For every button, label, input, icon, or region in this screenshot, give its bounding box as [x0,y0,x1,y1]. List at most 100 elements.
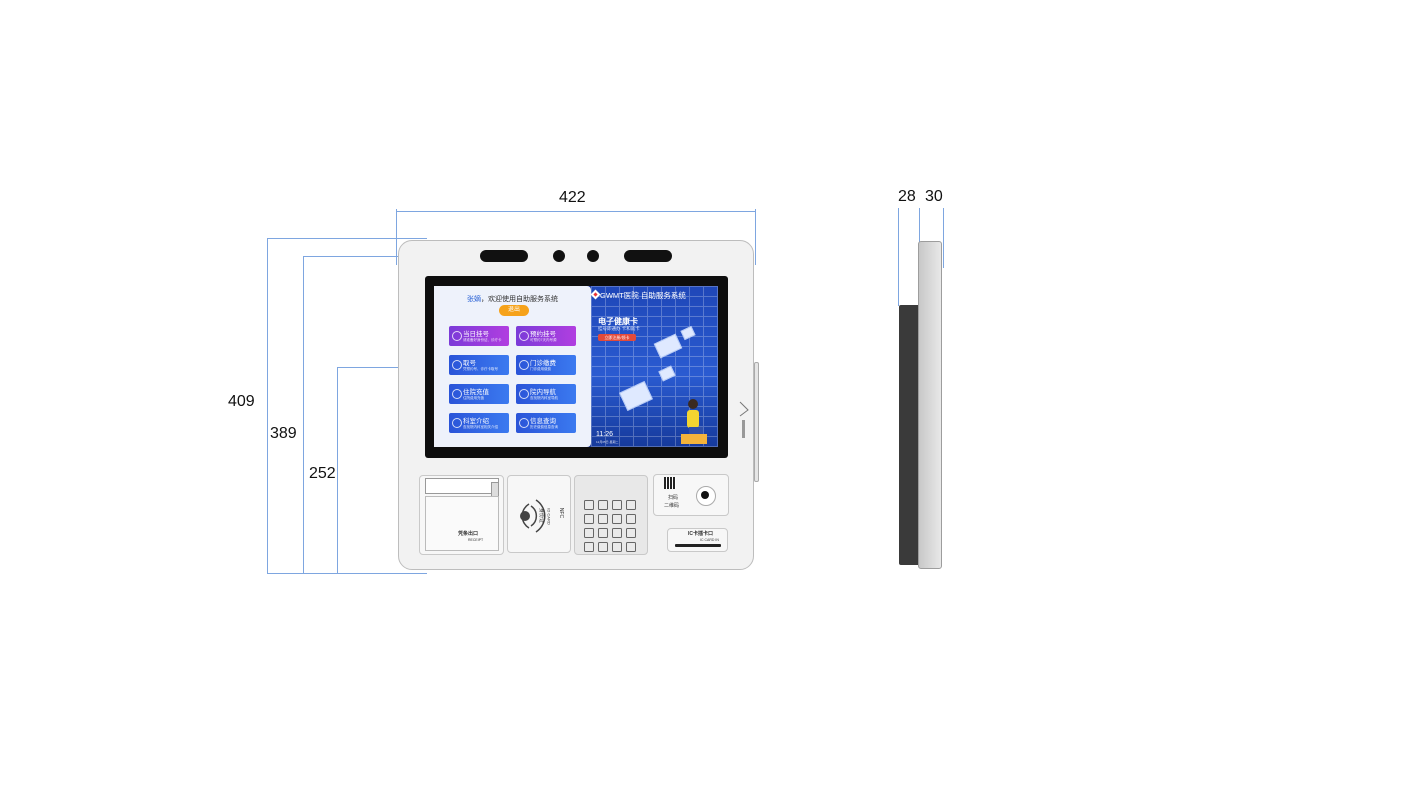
dim-line-409 [267,238,268,574]
qr-code-icon [664,477,676,489]
scan-sublabel: 二维码 [664,503,680,509]
health-card-title: 电子健康卡 [598,317,638,326]
nfc-id-reader[interactable] [507,475,571,553]
dim-top-252 [337,367,431,368]
service-tile-subtitle: 住院费用充值 [463,396,484,400]
keypad-key[interactable] [612,542,622,552]
service-tile[interactable]: 院内导航查找院内科室导航 [516,384,576,404]
keypad-key[interactable] [626,500,636,510]
scanner-lens-center [701,491,709,499]
dim-label-28: 28 [898,188,916,205]
service-tile-title: 取号 [463,360,476,367]
service-menu-panel: 张嫡，欢迎使用自助服务系统 退出 当日挂号请准备好身份证、诊疗卡预约挂号可预约7… [434,286,591,447]
side-card-slot [754,362,759,482]
service-tile-icon [452,360,462,370]
printer-slot [425,478,499,494]
keypad-key[interactable] [612,514,622,524]
ic-card-opening [675,544,721,547]
keypad-key[interactable] [584,528,594,538]
service-tile[interactable]: 住院充值住院费用充值 [449,384,509,404]
keypad-key[interactable] [584,500,594,510]
service-tile-icon [519,418,529,428]
dim-line-252 [337,367,338,574]
dim-tick-left [396,209,397,265]
keypad-key[interactable] [584,542,594,552]
printer-paper [425,496,499,551]
service-tile[interactable]: 取号凭预约号、诊疗卡取号 [449,355,509,375]
service-tile-title: 预约挂号 [530,331,556,338]
person-illustration-icon [681,399,707,444]
screen-date: 12月05日 星期二 [596,440,619,444]
keypad-key[interactable] [598,528,608,538]
camera-right [587,250,599,262]
service-tile-icon [519,389,529,399]
screen-clock: 11:26 [596,431,613,438]
scan-label: 扫码 [668,495,679,501]
idcard-label: 身份证 [538,507,545,524]
ic-card-label: IC卡插卡口 [688,531,714,537]
service-tile-title: 门诊缴费 [530,360,556,367]
keypad-key[interactable] [598,500,608,510]
service-tile[interactable]: 当日挂号请准备好身份证、诊疗卡 [449,326,509,346]
service-tile-title: 当日挂号 [463,331,489,338]
dim-bottom [267,573,427,574]
dim-label-409: 409 [228,393,255,410]
service-tile-icon [519,331,529,341]
printer-sublabel: RECEIPT [468,538,484,542]
service-tile[interactable]: 门诊缴费门诊费用缴费 [516,355,576,375]
dim-label-30: 30 [925,188,943,205]
dim-tick-right [755,209,756,265]
service-tile-title: 信息查询 [530,418,556,425]
dim-top-409 [267,238,427,239]
welcome-message: 张嫡，欢迎使用自助服务系统 [434,294,591,304]
dim-label-width: 422 [559,189,586,206]
service-tile-title: 院内导航 [530,389,556,396]
dim-side-tick-2 [919,208,920,242]
service-tile-subtitle: 查找院内科室导航 [530,396,558,400]
service-tile[interactable]: 科室介绍查找院内科室相关介绍 [449,413,509,433]
service-tile-subtitle: 可预约7天内号源 [530,338,557,342]
keypad-key[interactable] [598,542,608,552]
keypad-key[interactable] [584,514,594,524]
idcard-en-label: ID CARD [546,508,552,525]
keypad-key[interactable] [626,514,636,524]
dim-label-389: 389 [270,425,297,442]
keypad-key[interactable] [598,514,608,524]
service-tile-subtitle: 门诊费用缴费 [530,367,551,371]
keypad-key[interactable] [626,542,636,552]
keypad-key[interactable] [612,500,622,510]
nfc-waves-icon [520,499,546,533]
service-tile-icon [452,418,462,428]
dim-side-tick-1 [898,208,899,306]
ic-card-slot[interactable] [667,528,728,552]
health-card-subtitle: 挂号即通办 卡和就卡 [598,326,640,331]
nfc-label: NFC [558,507,565,519]
side-view-back [899,305,920,565]
face-sensor-right [624,250,672,262]
register-card-button[interactable]: 立即注册/领卡 [598,334,636,341]
service-tile-icon [452,389,462,399]
service-tile-title: 住院充值 [463,389,489,396]
service-tile-subtitle: 查找院内科室相关介绍 [463,425,498,429]
service-tile-subtitle: 历史缴费信息查询 [530,425,558,429]
ic-card-en-label: IC CARD IN [700,538,719,542]
dim-line-389 [303,256,304,574]
service-tile-icon [519,360,529,370]
service-tile[interactable]: 预约挂号可预约7天内号源 [516,326,576,346]
dim-side-tick-3 [943,208,944,268]
hospital-title: GWMT医院 自助服务系统 [600,291,686,300]
keypad-key[interactable] [612,528,622,538]
service-tile-icon [452,331,462,341]
contactless-icon [739,401,749,438]
side-view-front [918,241,942,569]
welcome-text: ，欢迎使用自助服务系统 [481,296,558,303]
touch-screen[interactable]: GWMT医院 自助服务系统 电子健康卡 挂号即通办 卡和就卡 立即注册/领卡 1… [434,286,718,447]
service-tile[interactable]: 信息查询历史缴费信息查询 [516,413,576,433]
dim-line-width [396,211,756,212]
dim-label-252: 252 [309,465,336,482]
dim-top-389 [303,256,481,257]
service-tile-subtitle: 请准备好身份证、诊疗卡 [463,338,502,342]
exit-button[interactable]: 退出 [499,305,529,316]
keypad-key[interactable] [626,528,636,538]
service-tile-subtitle: 凭预约号、诊疗卡取号 [463,367,498,371]
